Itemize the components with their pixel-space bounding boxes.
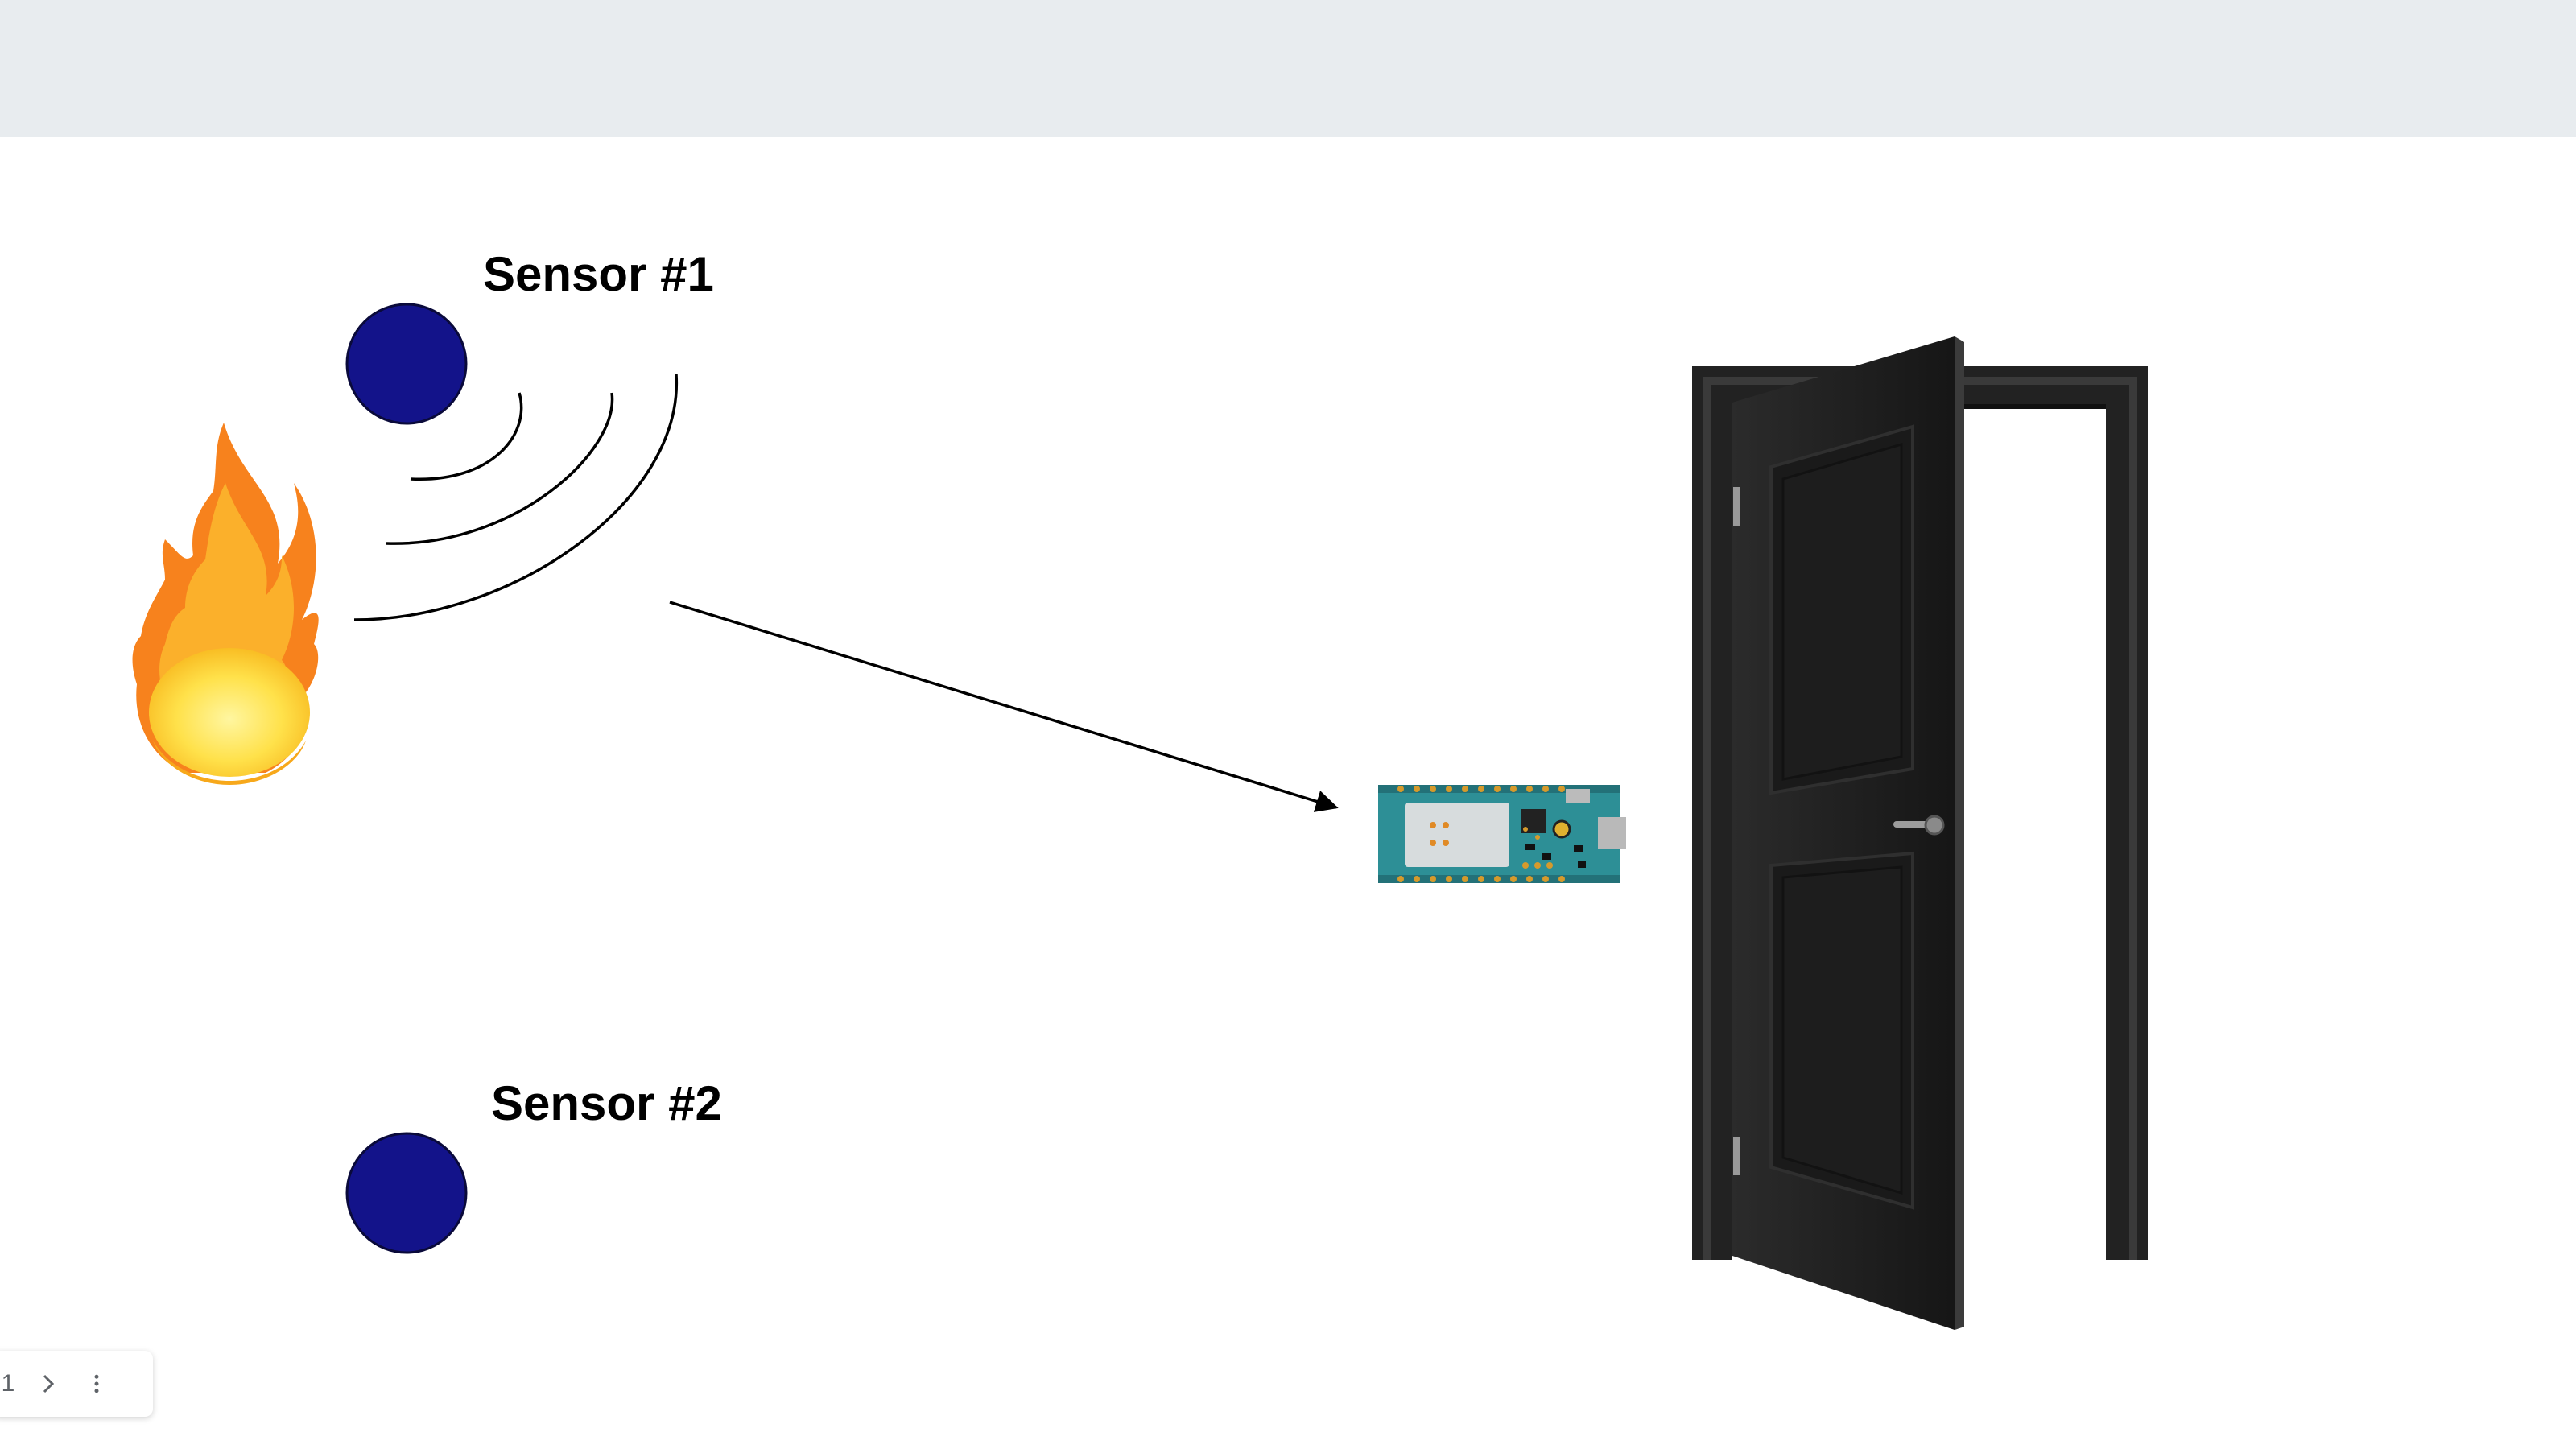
top-toolbar [0,0,2576,137]
sensor-2-dot [345,1132,468,1254]
more-vert-icon [94,1374,99,1393]
arduino-board-icon [1378,785,1626,883]
more-options-button[interactable] [72,1360,121,1408]
chevron-right-icon [43,1374,55,1393]
page-number: 1 [1,1370,15,1397]
fire-icon [132,423,319,785]
open-door-icon [1692,336,2148,1330]
sensor-1-label: Sensor #1 [483,247,714,301]
sensor-2-label: Sensor #2 [491,1076,722,1130]
next-slide-button[interactable] [24,1360,72,1408]
slide-pager: 1 [0,1351,153,1417]
signal-arrow [669,601,1339,812]
sensor-1-dot [345,303,468,425]
signal-waves-icon [353,374,678,621]
